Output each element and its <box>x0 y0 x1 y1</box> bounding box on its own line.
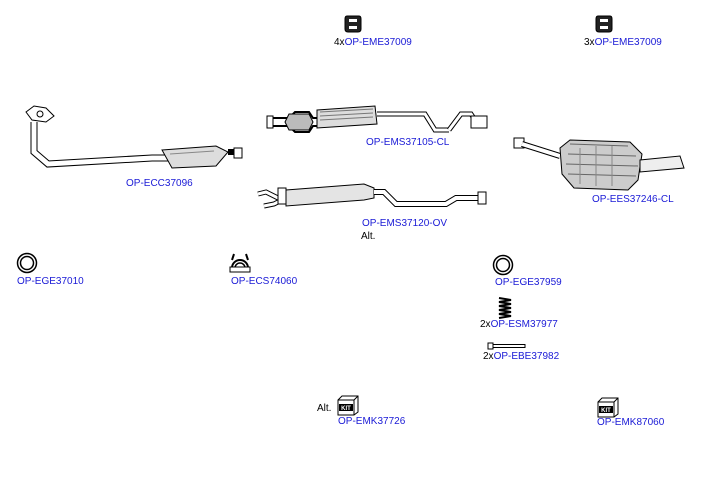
part-code-link[interactable]: OP-ECS74060 <box>231 276 298 287</box>
kit-box-icon[interactable]: KIT <box>596 396 620 418</box>
part-label-middle-silencer: OP-EMS37120-OV <box>362 218 447 230</box>
part-label-bolt: 2xOP-EBE37982 <box>483 351 559 363</box>
part-label-rear-muffler: OP-EES37246-CL <box>592 194 674 206</box>
catalytic-converter-icon[interactable] <box>22 102 246 178</box>
part-code-link[interactable]: OP-EMK37726 <box>338 416 406 427</box>
clamp-icon[interactable] <box>228 250 252 274</box>
gasket-ring-icon[interactable] <box>492 254 514 276</box>
part-code-link[interactable]: OP-ESM37977 <box>490 319 558 330</box>
part-code-link[interactable]: OP-EMS37120-OV <box>362 218 448 229</box>
kit-text: KIT <box>341 406 351 412</box>
part-label-center-muffler: OP-EMS37105-CL <box>366 137 449 149</box>
alt-prefix: Alt. <box>317 403 332 414</box>
quantity: 2x <box>483 351 494 362</box>
gasket-ring-icon[interactable] <box>16 252 38 274</box>
part-code-link[interactable]: OP-EMK87060 <box>597 417 665 428</box>
part-label-hanger-2: 3xOP-EME37009 <box>584 37 662 49</box>
rear-muffler-icon[interactable] <box>510 134 690 198</box>
bolt-icon[interactable] <box>487 342 527 350</box>
spring-icon[interactable] <box>497 296 513 320</box>
part-code-link[interactable]: OP-EBE37982 <box>493 351 560 362</box>
quantity: 4x <box>334 37 345 48</box>
part-label-gasket-2: OP-EGE37959 <box>495 277 562 289</box>
quantity: 3x <box>584 37 595 48</box>
part-label-gasket-1: OP-EGE37010 <box>17 276 84 288</box>
middle-silencer-icon[interactable] <box>256 178 492 216</box>
kit-text: KIT <box>601 408 611 414</box>
part-label-hanger-1: 4xOP-EME37009 <box>334 37 412 49</box>
part-code-link[interactable]: OP-EME37009 <box>594 37 662 48</box>
part-label-kit-2: OP-EMK87060 <box>597 417 664 429</box>
part-code-link[interactable]: OP-EME37009 <box>344 37 412 48</box>
part-label-kit-1: OP-EMK37726 <box>338 416 405 428</box>
part-code-link[interactable]: OP-EGE37010 <box>17 276 84 287</box>
part-code-link[interactable]: OP-EGE37959 <box>495 277 562 288</box>
alt-note: Alt. <box>361 231 376 242</box>
rubber-hanger-icon[interactable] <box>343 14 363 34</box>
part-code-link[interactable]: OP-ECC37096 <box>126 178 193 189</box>
part-code-link[interactable]: OP-EES37246-CL <box>592 194 674 205</box>
center-muffler-icon[interactable] <box>265 100 495 142</box>
part-code-link[interactable]: OP-EMS37105-CL <box>366 137 450 148</box>
kit-box-icon[interactable]: KIT <box>336 394 360 416</box>
quantity: 2x <box>480 319 491 330</box>
part-label-clamp: OP-ECS74060 <box>231 276 297 288</box>
rubber-hanger-icon[interactable] <box>594 14 614 34</box>
part-label-spring: 2xOP-ESM37977 <box>480 319 558 331</box>
part-label-catalytic: OP-ECC37096 <box>126 178 193 190</box>
